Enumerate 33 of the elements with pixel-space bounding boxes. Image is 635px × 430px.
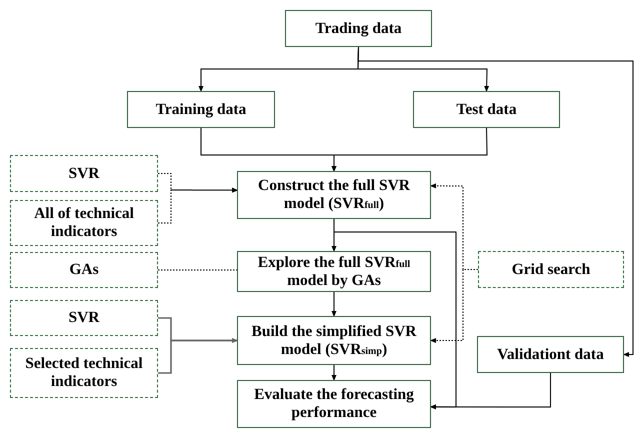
arrow — [332, 128, 488, 172]
arrow — [332, 292, 336, 317]
box-label: Selected technical indicators — [24, 355, 144, 391]
process-box — [237, 171, 431, 219]
box-label: SVR — [68, 309, 100, 327]
input-box — [10, 348, 158, 398]
arrow — [158, 338, 238, 374]
input-box — [10, 252, 158, 288]
process-box — [237, 316, 431, 365]
process-box — [285, 10, 432, 47]
arrow — [332, 364, 336, 381]
process-box — [127, 91, 275, 128]
input-box — [10, 200, 158, 246]
box-label: Validationt data — [497, 346, 604, 364]
arrow — [430, 372, 551, 410]
arrow — [357, 46, 634, 357]
process-box — [477, 336, 624, 373]
box-label: GAs — [69, 261, 99, 279]
input-box — [10, 155, 158, 192]
box-label: All of technical indicators — [33, 205, 135, 241]
process-box — [237, 251, 431, 292]
box-label: Trading data — [315, 20, 402, 38]
arrow — [158, 188, 238, 224]
box-label: Training data — [156, 100, 246, 118]
process-box — [237, 380, 431, 428]
process-box — [413, 91, 560, 128]
box-label: Evaluate the forecasting performance — [253, 386, 415, 422]
box-label: SVR — [68, 164, 100, 182]
input-box — [478, 251, 624, 288]
input-box — [10, 300, 158, 336]
box-label: Test data — [456, 100, 517, 118]
box-label: Grid search — [512, 260, 590, 278]
arrow — [430, 269, 478, 343]
